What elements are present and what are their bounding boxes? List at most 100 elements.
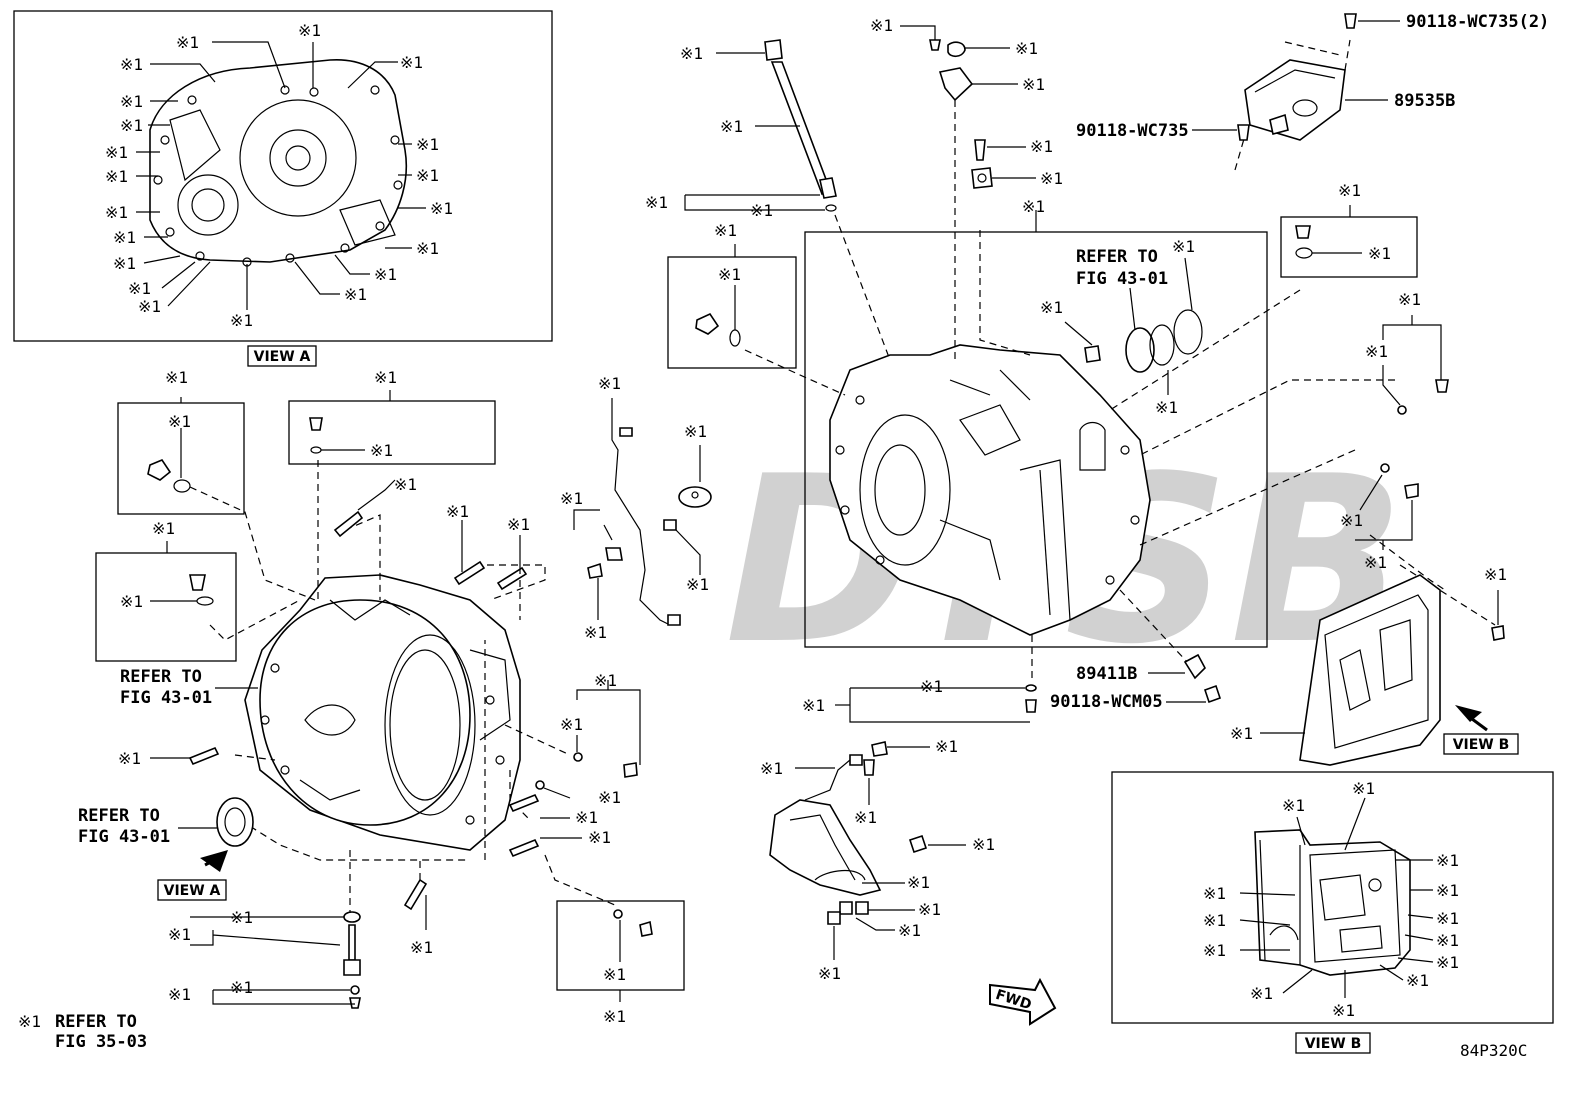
note-callout-mark: ※1 — [400, 53, 423, 72]
bottom-middle-parts: ※1 ※1 ※1 ※1 — [556, 671, 685, 1026]
refer-43-01-a-line2: FIG 43-01 — [120, 688, 212, 708]
seal-ring-2 — [1149, 324, 1175, 366]
note-callout-mark: ※1 — [870, 16, 893, 35]
note-callout-mark: ※1 — [760, 759, 783, 778]
note-callout-mark: ※1 — [1365, 342, 1388, 361]
oil-pan: ※1 ※1 — [1230, 565, 1507, 766]
level-gauge-tube: ※1 ※1 ※1 ※1 — [645, 39, 837, 220]
note-callout-mark: ※1 — [416, 166, 439, 185]
forward-direction-arrow: FWD — [989, 977, 1057, 1026]
note-callout-mark: ※1 — [416, 239, 439, 258]
view-b-tag: VIEW B — [1453, 737, 1510, 753]
note-callout-mark: ※1 — [1436, 909, 1459, 928]
part-number-90118-wc735: 90118-WC735 — [1076, 121, 1189, 141]
note-callout-mark: ※1 — [603, 965, 626, 984]
note-callout-mark: ※1 — [416, 135, 439, 154]
note-callout-mark: ※1 — [1040, 298, 1063, 317]
note-callout-mark: ※1 — [120, 116, 143, 135]
note-callout-mark: ※1 — [1155, 398, 1178, 417]
note-callout-mark: ※1 — [298, 21, 321, 40]
note-callout-mark: ※1 — [935, 737, 958, 756]
note-callout-mark: ※1 — [1040, 169, 1063, 188]
note-callout-mark: ※1 — [1340, 511, 1363, 530]
view-a-tag: VIEW A — [254, 349, 311, 365]
note-callout-mark: ※1 — [1398, 290, 1421, 309]
note-callout-mark: ※1 — [598, 374, 621, 393]
note-callout-mark: ※1 — [1364, 553, 1387, 572]
note-callout-mark: ※1 — [410, 938, 433, 957]
oil-pipe: ※1 — [598, 374, 681, 626]
note-callout-mark: ※1 — [854, 808, 877, 827]
speed-sensor — [1148, 653, 1222, 704]
note-callout-mark: ※1 — [1282, 796, 1305, 815]
note-callout-mark: ※1 — [1030, 137, 1053, 156]
part-number-90118-wcm05: 90118-WCM05 — [1050, 692, 1163, 712]
note-callout-mark: ※1 — [230, 978, 253, 997]
case-bottom-plug: ※1 ※1 — [802, 677, 1037, 723]
note-callout-mark: ※1 — [370, 441, 393, 460]
view-a-inset: ※1 ※1 ※1 ※1 ※1 ※1 ※1 ※1 ※1 ※1 ※1 ※1 ※1 ※… — [13, 10, 553, 342]
view-a-tag-2: VIEW A — [164, 883, 221, 899]
note-callout-mark: ※1 — [105, 143, 128, 162]
drain-plug-a — [147, 459, 172, 481]
note-callout-mark: ※1 — [560, 715, 583, 734]
note-callout-mark: ※1 — [374, 368, 397, 387]
note-callout-mark: ※1 — [113, 254, 136, 273]
note-callout-mark: ※1 — [680, 44, 703, 63]
note-callout-mark: ※1 — [920, 677, 943, 696]
note-callout-mark: ※1 — [1436, 931, 1459, 950]
plug-gasket-box-e — [1280, 216, 1418, 278]
note-callout-mark: ※1 — [128, 279, 151, 298]
note-callout-mark: ※1 — [584, 623, 607, 642]
oil-seal — [216, 797, 254, 847]
plug-gasket-box-d — [667, 256, 797, 369]
note-callout-mark: ※1 — [1230, 724, 1253, 743]
note-callout-mark: ※1 — [394, 475, 417, 494]
view-b-leaders — [1239, 797, 1434, 998]
note-callout-mark: ※1 — [1015, 39, 1038, 58]
drain-plug-stack: ※1 ※1 ※1 ※1 — [168, 908, 361, 1009]
view-b-tag-box-2 — [1295, 1032, 1371, 1054]
note-callout-mark: ※1 — [1250, 984, 1273, 1003]
top-bracket-parts: ※1 ※1 ※1 ※1 ※1 — [870, 16, 1063, 189]
note-callout-mark: ※1 — [898, 921, 921, 940]
left-bolts: ※1 ※1 ※1 ※1 ※1 ※1 ※1 ※1 — [118, 475, 621, 957]
view-b-arrow — [1455, 705, 1482, 722]
footer-note-line2: FIG 35-03 — [55, 1032, 147, 1052]
note-callout-mark: ※1 — [120, 55, 143, 74]
seal-ring-1 — [1125, 327, 1155, 373]
refer-43-01-b-line1: REFER TO — [78, 806, 160, 826]
note-callout-mark: ※1 — [1022, 75, 1045, 94]
note-callout-mark: ※1 — [168, 985, 191, 1004]
part-number-89535b: 89535B — [1394, 91, 1455, 111]
note-callout-mark: ※1 — [598, 788, 621, 807]
note-callout-mark: ※1 — [168, 412, 191, 431]
note-callout-mark: ※1 — [118, 749, 141, 768]
refer-43-01-c-line2: FIG 43-01 — [1076, 269, 1168, 289]
note-callout-mark: ※1 — [165, 368, 188, 387]
note-callout-mark: ※1 — [918, 900, 941, 919]
right-plugs: ※1 ※1 ※1 ※1 — [1340, 290, 1449, 572]
footer-note-line1: REFER TO — [55, 1012, 137, 1032]
plug-c — [189, 574, 206, 591]
note-callout-mark: ※1 — [1338, 181, 1361, 200]
converter-housing-face-outline — [149, 59, 408, 263]
note-callout-mark: ※1 — [1436, 953, 1459, 972]
note-callout-mark: ※1 — [507, 515, 530, 534]
control-module-89535b — [1192, 13, 1400, 171]
note-callout-mark: ※1 — [1332, 1001, 1355, 1020]
note-callout-mark: ※1 — [168, 925, 191, 944]
middle-left-small-parts: ※1 ※1 ※1 ※1 — [560, 422, 712, 642]
note-callout-mark: ※1 — [446, 502, 469, 521]
seal-ring-3 — [1173, 309, 1203, 355]
note-callout-mark: ※1 — [113, 228, 136, 247]
note-callout-mark: ※1 — [718, 265, 741, 284]
note-callout-mark: ※1 — [684, 422, 707, 441]
view-b-tag-2: VIEW B — [1305, 1036, 1362, 1052]
note-callout-mark: ※1 — [176, 33, 199, 52]
note-callout-mark: ※1 — [714, 221, 737, 240]
left-dashed-leaders — [189, 460, 616, 915]
note-callout-mark: ※1 — [645, 193, 668, 212]
note-callout-mark: ※1 — [818, 964, 841, 983]
